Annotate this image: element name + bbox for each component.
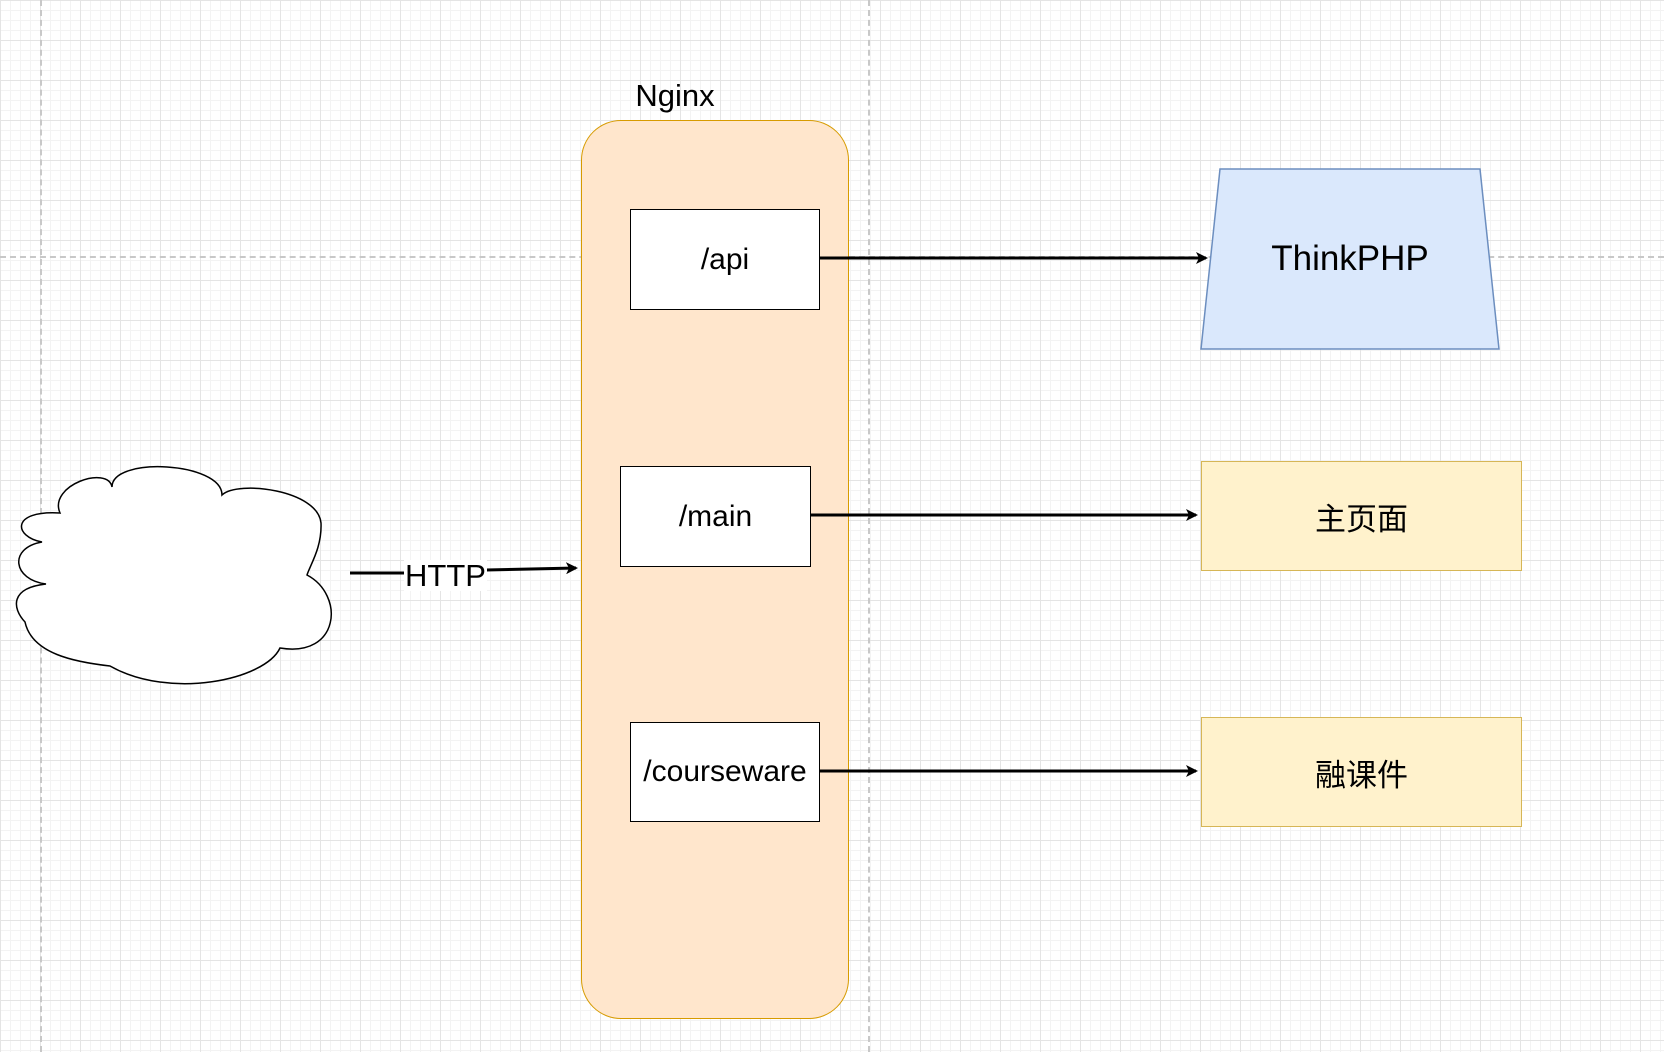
courseware-box[interactable]: 融课件 <box>1201 717 1522 827</box>
page-break-line <box>868 0 870 1052</box>
main-page-box[interactable]: 主页面 <box>1201 461 1522 571</box>
route-api-box[interactable]: /api <box>630 209 820 310</box>
route-courseware-box[interactable]: /courseware <box>630 722 820 822</box>
http-connector[interactable] <box>350 568 576 573</box>
thinkphp-label: ThinkPHP <box>1271 239 1429 278</box>
route-main-box[interactable]: /main <box>620 466 811 567</box>
client-cloud[interactable] <box>15 465 332 685</box>
nginx-title: Nginx <box>635 78 715 113</box>
http-edge-label: HTTP <box>404 558 487 593</box>
thinkphp-trapezoid[interactable] <box>1200 168 1500 350</box>
